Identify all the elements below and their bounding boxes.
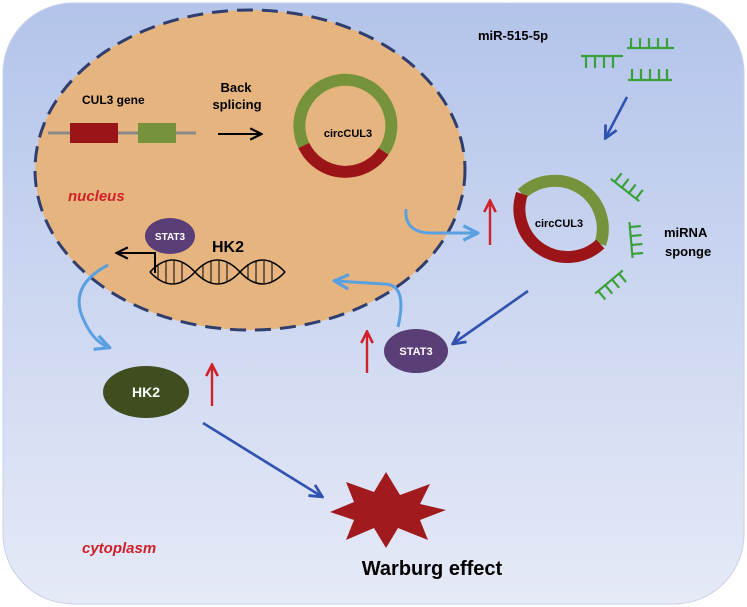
bound-mirna-2 [628,221,644,259]
hk2-gene-label: HK2 [212,239,244,256]
arrow-stat3-import [336,281,403,328]
promoter-arrow [118,253,156,273]
circcul3-ring-cytoplasm [513,174,609,263]
stat3-nucleus-node [145,218,195,254]
hk2-protein-label: HK2 [132,384,160,400]
arrow-hk2-to-warburg [202,421,321,496]
nucleus-label: nucleus [68,188,125,205]
arrow-mirna-to-circ [606,96,629,137]
stat3-nucleus-label: STAT3 [155,232,186,243]
stat3-cytoplasm-node [384,329,448,373]
back-splicing-label-line1: Back [220,80,252,95]
bound-mirnas [594,172,644,301]
cul3-gene-label: CUL3 gene [82,93,145,107]
cul3-gene [48,123,196,143]
cul3-exon-green [138,123,176,143]
sponge-label-line1: miRNA [664,225,708,240]
circcul3-ring-nucleus [293,73,398,178]
cul3-exon-red [70,123,118,143]
bound-mirna-3 [594,269,627,301]
hk2-protein-node [103,366,189,418]
mirna-label: miR-515-5p [478,28,548,43]
warburg-label: Warburg effect [362,558,503,580]
circcul3-cytoplasm-label: circCUL3 [535,218,583,230]
arrow-circ-to-stat3 [454,289,529,343]
sponge-label-line2: sponge [665,244,711,259]
warburg-starburst [330,472,446,548]
stat3-cytoplasm-label: STAT3 [399,346,432,358]
circcul3-nucleus-label: circCUL3 [324,128,372,140]
nucleus-region [33,8,467,332]
arrow-hk2-export [77,263,108,347]
mirna-comb-1 [627,38,674,50]
mirna-molecules [581,38,674,82]
mirna-comb-2 [581,54,623,68]
hk2-dna-helix [149,259,286,285]
cytoplasm-label: cytoplasm [82,540,156,557]
back-splicing-label-line2: splicing [212,97,261,112]
arrow-circ-export [404,208,476,233]
bound-mirna-1 [610,172,644,202]
mirna-comb-3 [628,69,672,82]
